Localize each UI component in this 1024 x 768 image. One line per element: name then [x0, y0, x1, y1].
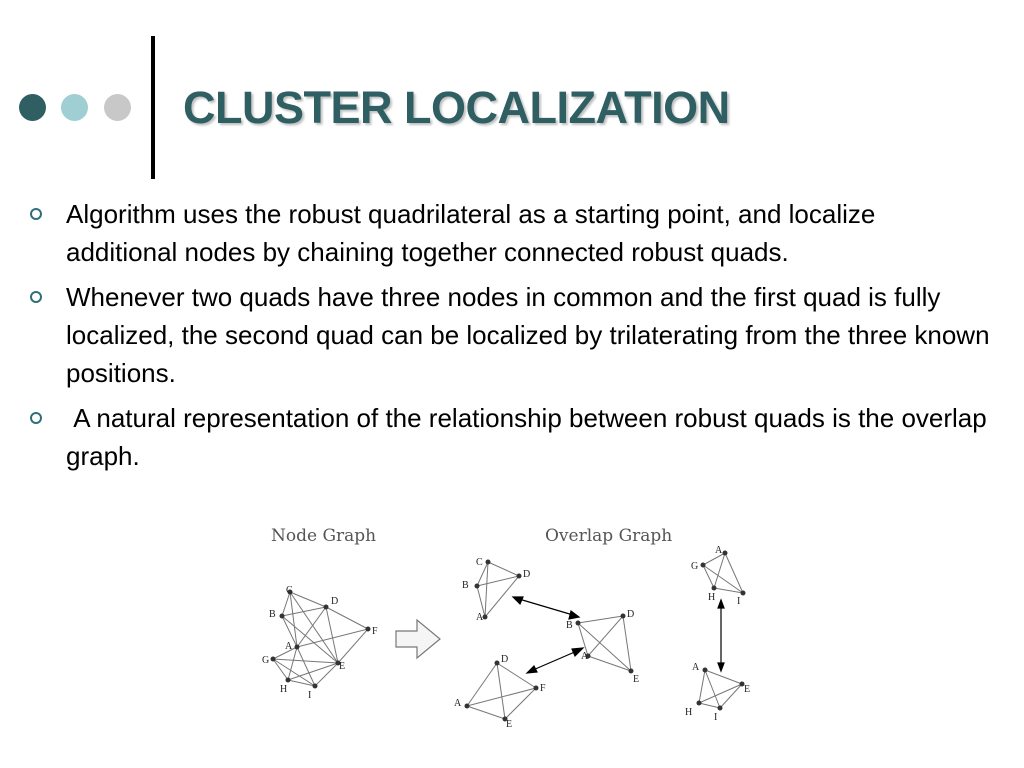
quad-aehi-vertices	[696, 667, 745, 711]
bullet-text: Whenever two quads have three nodes in c…	[66, 282, 990, 388]
q1-label-d: D	[523, 569, 530, 580]
quad-aghi	[702, 552, 744, 594]
node-e	[335, 660, 341, 666]
node-b	[279, 613, 285, 619]
label-a: A	[285, 641, 293, 652]
arrowhead-icon	[717, 598, 725, 609]
label-b: B	[269, 609, 276, 620]
label-h: H	[280, 684, 287, 695]
node-c	[287, 589, 293, 595]
q3-label-e: E	[506, 719, 512, 730]
graph-figure: Node Graph Overlap Graph	[262, 526, 750, 730]
q5-label-e: E	[744, 684, 750, 695]
bullet-list: Algorithm uses the robust quadrilateral …	[30, 195, 990, 482]
overlap-edge-q1-q2	[518, 598, 574, 616]
label-d: D	[331, 596, 338, 607]
title-divider-bar	[151, 36, 155, 179]
quad-dafe	[466, 662, 537, 720]
bullet-ring-icon	[30, 208, 42, 220]
label-e: E	[339, 661, 345, 672]
q4-label-i: I	[737, 596, 740, 607]
node-a	[294, 644, 300, 650]
q2-label-a: A	[581, 651, 589, 662]
light-teal-dot	[61, 94, 88, 121]
quad-cdba-vertices	[474, 559, 522, 620]
quad-dafe-vertices	[464, 660, 539, 722]
overlap-graph-label: Overlap Graph	[545, 526, 672, 546]
quad-aehi	[698, 669, 743, 709]
gray-dot	[104, 94, 131, 121]
q2-label-d: D	[627, 609, 634, 620]
q4-label-a: A	[715, 545, 723, 556]
quad-aghi-vertices	[700, 550, 746, 596]
arrowhead-icon	[525, 664, 538, 674]
node-f	[365, 626, 371, 632]
arrowhead-icon	[511, 596, 524, 606]
dark-teal-dot	[19, 94, 46, 121]
q4-label-h: H	[708, 592, 715, 603]
quad-bdae	[577, 615, 632, 672]
node-i	[312, 683, 318, 689]
overlap-edge-q3-q2	[532, 650, 578, 671]
node-graph-labels: C B D A F E G H I	[262, 585, 378, 701]
q3-label-a: A	[454, 698, 462, 709]
overlap-edges	[511, 596, 725, 674]
label-g: G	[262, 655, 269, 666]
bullet-item: Whenever two quads have three nodes in c…	[30, 278, 990, 392]
node-g	[270, 656, 276, 662]
quad-cdba	[476, 561, 520, 618]
quad-bdae-vertices	[575, 613, 634, 674]
q1-label-a: A	[476, 612, 484, 623]
q3-label-f: F	[540, 683, 546, 694]
slide-title: CLUSTER LOCALIZATION	[183, 82, 730, 133]
arrowhead-icon	[571, 647, 585, 658]
q2-label-e: E	[633, 674, 639, 685]
q2-label-b: B	[566, 620, 573, 631]
q4-label-g: G	[691, 561, 698, 572]
node-graph	[272, 591, 369, 687]
q5-label-i: I	[714, 712, 717, 723]
label-f: F	[372, 626, 378, 637]
node-h	[285, 677, 291, 683]
node-graph-label: Node Graph	[271, 526, 376, 546]
bullet-item: Algorithm uses the robust quadrilateral …	[30, 195, 990, 271]
bullet-text: Algorithm uses the robust quadrilateral …	[66, 199, 876, 267]
q5-label-h: H	[685, 707, 692, 718]
arrowhead-icon	[568, 609, 581, 620]
bullet-ring-icon	[30, 291, 42, 303]
node-d	[323, 604, 329, 610]
q5-label-a: A	[692, 662, 700, 673]
label-c: C	[286, 585, 293, 596]
q3-label-d: D	[501, 654, 508, 665]
bullet-ring-icon	[30, 412, 42, 424]
bullet-item: A natural representation of the relation…	[30, 399, 990, 475]
q1-label-c: C	[476, 557, 483, 568]
node-graph-vertices	[270, 589, 371, 689]
right-arrow-icon	[395, 618, 441, 660]
arrowhead-icon	[717, 662, 725, 673]
label-i: I	[308, 690, 311, 701]
bullet-text: A natural representation of the relation…	[66, 403, 994, 471]
q1-label-b: B	[462, 580, 469, 591]
